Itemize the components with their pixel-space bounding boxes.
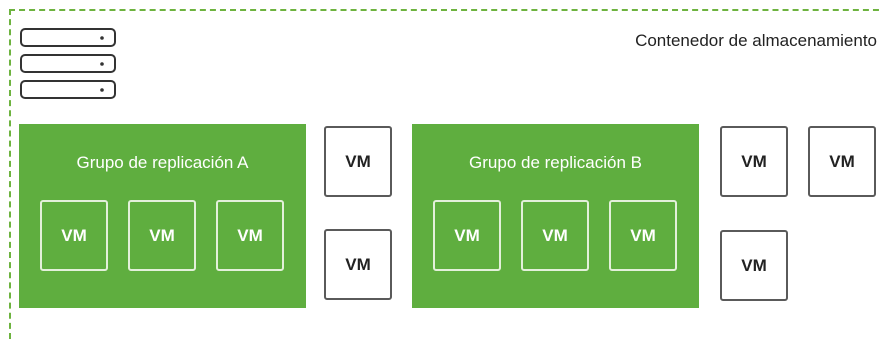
vm-group-b-1: VM [433,200,501,271]
vm-group-a-1: VM [40,200,108,271]
standalone-vm-4: VM [808,126,876,197]
standalone-vm-2: VM [324,229,392,300]
storage-container-border [9,9,881,339]
storage-array-icon [20,28,116,99]
standalone-vm-5: VM [720,230,788,301]
replication-group-a-title: Grupo de replicación A [76,153,249,172]
vm-group-b-3: VM [609,200,677,271]
vm-group-b-2: VM [521,200,589,271]
replication-group-b-title: Grupo de replicación B [469,153,642,172]
vm-group-a-2: VM [128,200,196,271]
standalone-vm-1: VM [324,126,392,197]
standalone-vm-3: VM [720,126,788,197]
vm-group-a-3: VM [216,200,284,271]
replication-group-b: Grupo de replicación B VM VM VM [412,124,699,308]
replication-group-a: Grupo de replicación A VM VM VM [19,124,306,308]
storage-container-title: Contenedor de almacenamiento [635,31,877,50]
